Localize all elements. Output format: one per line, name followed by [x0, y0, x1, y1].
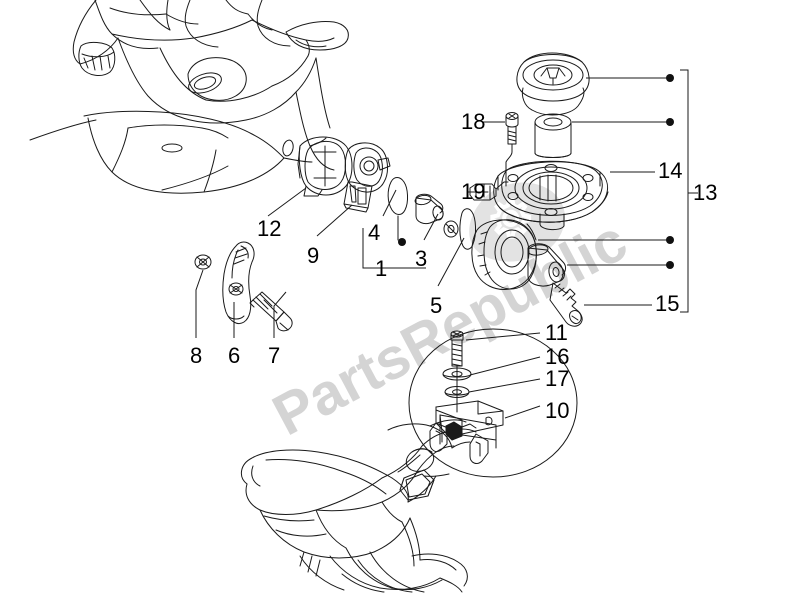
- callout-12: 12: [257, 216, 282, 241]
- callout-6: 6: [228, 343, 241, 368]
- callout-5: 5: [430, 293, 443, 318]
- callout-13: 13: [693, 180, 718, 205]
- callout-16: 16: [545, 344, 570, 369]
- callout-7: 7: [268, 343, 281, 368]
- callout-10: 10: [545, 398, 570, 423]
- callout-17: 17: [545, 366, 570, 391]
- callout-19: 19: [461, 179, 486, 204]
- callout-8: 8: [190, 343, 203, 368]
- callout-11: 11: [545, 320, 568, 345]
- callout-14: 14: [658, 158, 683, 183]
- callout-9: 9: [307, 243, 320, 268]
- callout-1: 1: [375, 256, 388, 281]
- callout-4: 4: [368, 220, 381, 245]
- callout-15: 15: [655, 291, 680, 316]
- callout-18: 18: [461, 109, 486, 134]
- callout-3: 3: [415, 246, 428, 271]
